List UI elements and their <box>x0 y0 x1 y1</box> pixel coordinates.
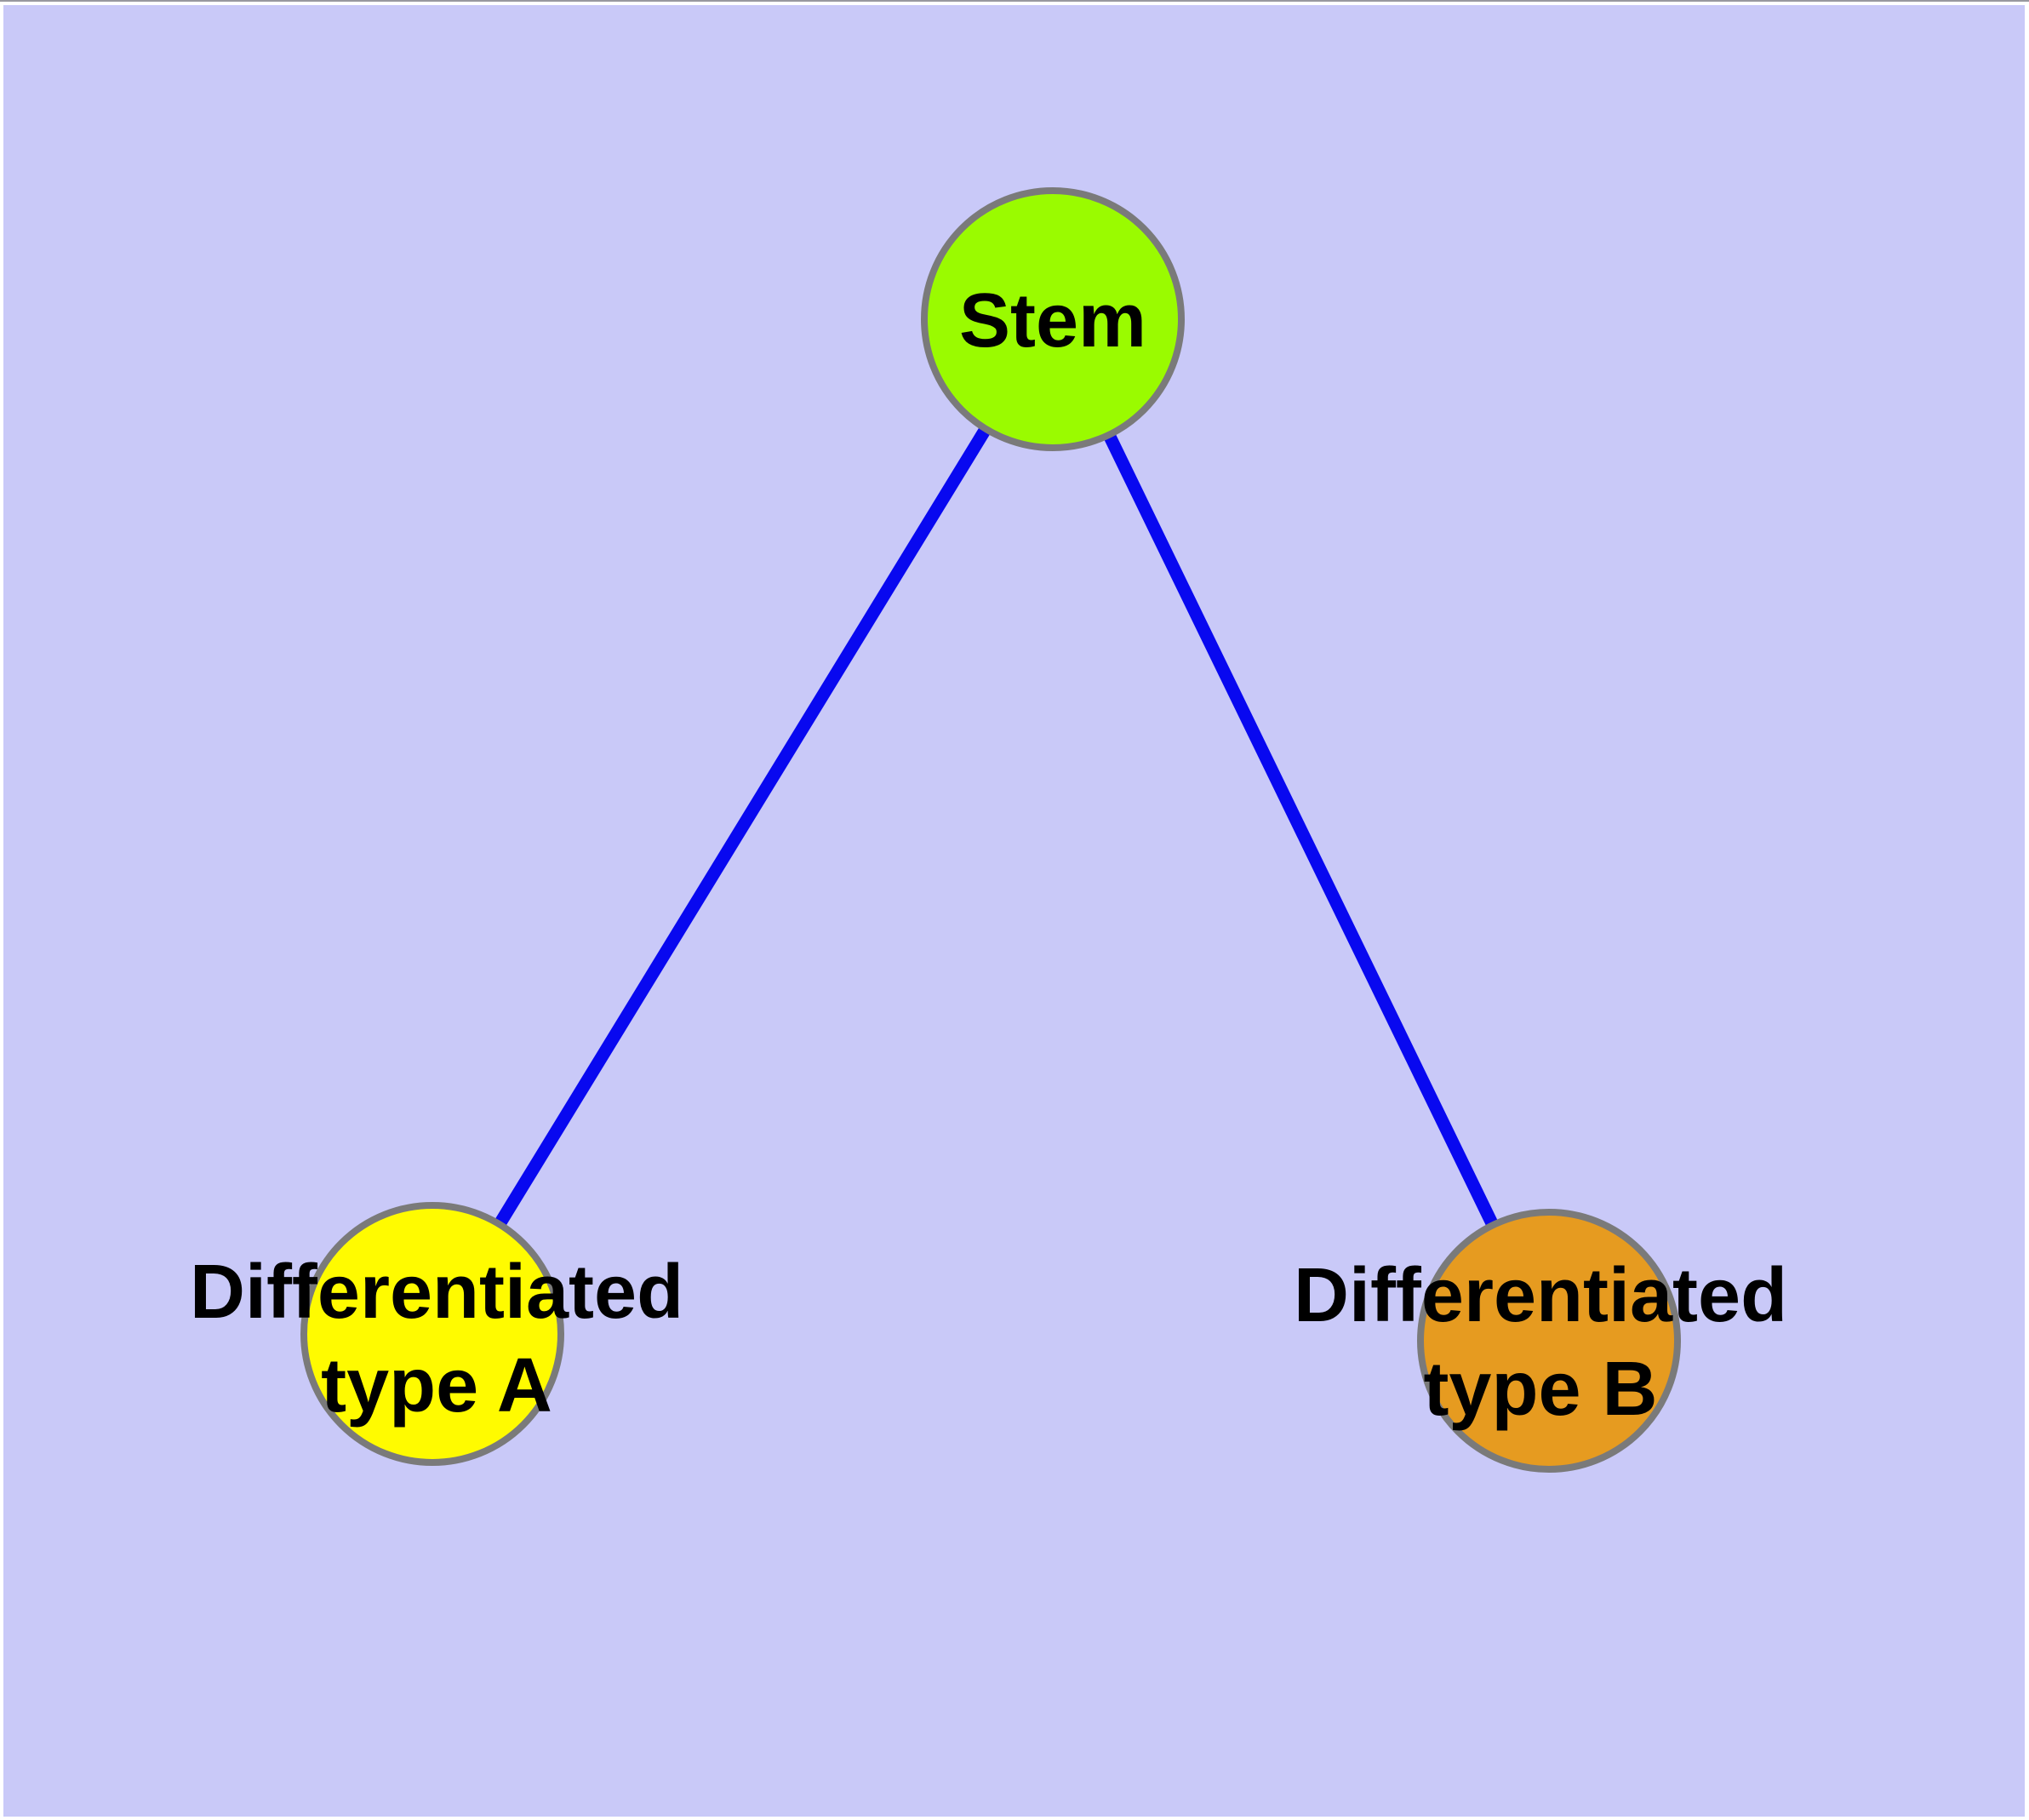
stem-node-circle <box>921 187 1185 451</box>
stem-node-label: Stem <box>958 278 1147 364</box>
type-b-label-line2: type B <box>1423 1347 1658 1432</box>
type-b-node-circle <box>1417 1209 1681 1473</box>
type-a-label-line2: type A <box>321 1343 552 1428</box>
type-b-node-label: Differentiated type B <box>1294 1250 1787 1437</box>
type-a-label-line1: Differentiated <box>189 1250 684 1336</box>
edge-stem-to-type-a <box>426 316 1059 1337</box>
type-b-label-line1: Differentiated <box>1293 1253 1788 1339</box>
type-a-node-label: Differentiated type A <box>190 1246 683 1434</box>
edge-stem-to-type-b <box>1047 316 1555 1344</box>
type-a-node-circle <box>300 1202 564 1466</box>
